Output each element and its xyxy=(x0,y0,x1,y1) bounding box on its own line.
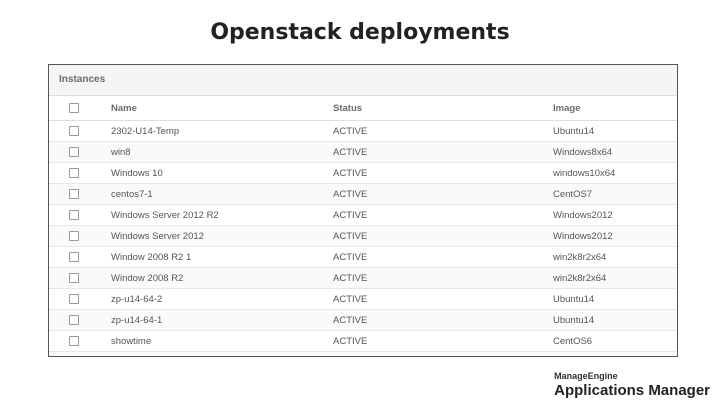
row-checkbox-cell xyxy=(49,141,111,163)
column-header-image[interactable]: Image xyxy=(553,96,677,121)
instance-name[interactable]: 2302-U14-Temp xyxy=(111,120,333,142)
column-header-name[interactable]: Name xyxy=(111,96,333,121)
instance-image: Ubuntu14 xyxy=(553,309,677,331)
instance-name[interactable]: Windows 10 xyxy=(111,162,333,184)
instance-status: ACTIVE xyxy=(333,288,553,310)
table-header-row: Name Status Image xyxy=(49,96,677,121)
instance-image: Ubuntu14 xyxy=(553,120,677,142)
instances-panel: Instances Name Status Image 2302-U14-Tem… xyxy=(48,64,678,357)
instance-image: Windows2012 xyxy=(553,225,677,247)
table-row[interactable]: abilash2ACTIVECentOS7 xyxy=(49,351,677,356)
instance-image: Ubuntu14 xyxy=(553,288,677,310)
instance-name[interactable]: Window 2008 R2 xyxy=(111,267,333,289)
row-checkbox-cell xyxy=(49,309,111,331)
instance-name[interactable]: abilash2 xyxy=(111,351,333,356)
row-checkbox-cell xyxy=(49,204,111,226)
instance-name[interactable]: win8 xyxy=(111,141,333,163)
instance-status: ACTIVE xyxy=(333,267,553,289)
row-checkbox-cell xyxy=(49,162,111,184)
row-checkbox[interactable] xyxy=(69,125,79,136)
instance-name[interactable]: centos7-1 xyxy=(111,183,333,205)
instance-image: Windows8x64 xyxy=(553,141,677,163)
instance-status: ACTIVE xyxy=(333,120,553,142)
instance-name[interactable]: zp-u14-64-1 xyxy=(111,309,333,331)
instance-image: win2k8r2x64 xyxy=(553,246,677,268)
brand-company: ManageEngine xyxy=(554,371,618,381)
brand-logo: ManageEngine Applications Manager xyxy=(554,371,710,399)
row-checkbox[interactable] xyxy=(69,335,79,346)
row-checkbox-cell xyxy=(49,330,111,352)
instance-status: ACTIVE xyxy=(333,204,553,226)
slide-title: Openstack deployments xyxy=(210,20,510,45)
brand-product: Applications Manager xyxy=(554,382,710,399)
instance-status: ACTIVE xyxy=(333,330,553,352)
row-checkbox[interactable] xyxy=(69,167,79,178)
instance-status: ACTIVE xyxy=(333,309,553,331)
instance-status: ACTIVE xyxy=(333,141,553,163)
select-all-cell xyxy=(49,96,111,121)
row-checkbox-cell xyxy=(49,120,111,142)
row-checkbox[interactable] xyxy=(69,146,79,157)
row-checkbox[interactable] xyxy=(69,230,79,241)
row-checkbox-cell xyxy=(49,267,111,289)
instance-image: win2k8r2x64 xyxy=(553,267,677,289)
row-checkbox-cell xyxy=(49,246,111,268)
select-all-checkbox[interactable] xyxy=(69,102,79,113)
row-checkbox[interactable] xyxy=(69,209,79,220)
instance-name[interactable]: Windows Server 2012 xyxy=(111,225,333,247)
instance-image: CentOS7 xyxy=(553,183,677,205)
row-checkbox[interactable] xyxy=(69,314,79,325)
instance-image: Windows2012 xyxy=(553,204,677,226)
row-checkbox[interactable] xyxy=(69,188,79,199)
instance-name[interactable]: Windows Server 2012 R2 xyxy=(111,204,333,226)
instance-name[interactable]: showtime xyxy=(111,330,333,352)
row-checkbox-cell xyxy=(49,351,111,356)
instance-image: CentOS7 xyxy=(553,351,677,356)
instance-status: ACTIVE xyxy=(333,225,553,247)
row-checkbox-cell xyxy=(49,225,111,247)
row-checkbox[interactable] xyxy=(69,293,79,304)
instance-status: ACTIVE xyxy=(333,246,553,268)
instance-status: ACTIVE xyxy=(333,351,553,356)
instance-name[interactable]: zp-u14-64-2 xyxy=(111,288,333,310)
instance-image: CentOS6 xyxy=(553,330,677,352)
instance-status: ACTIVE xyxy=(333,183,553,205)
row-checkbox-cell xyxy=(49,288,111,310)
panel-title: Instances xyxy=(49,65,677,96)
column-header-status[interactable]: Status xyxy=(333,96,553,121)
instance-name[interactable]: Window 2008 R2 1 xyxy=(111,246,333,268)
row-checkbox[interactable] xyxy=(69,272,79,283)
instance-status: ACTIVE xyxy=(333,162,553,184)
instance-image: windows10x64 xyxy=(553,162,677,184)
row-checkbox[interactable] xyxy=(69,251,79,262)
row-checkbox-cell xyxy=(49,183,111,205)
